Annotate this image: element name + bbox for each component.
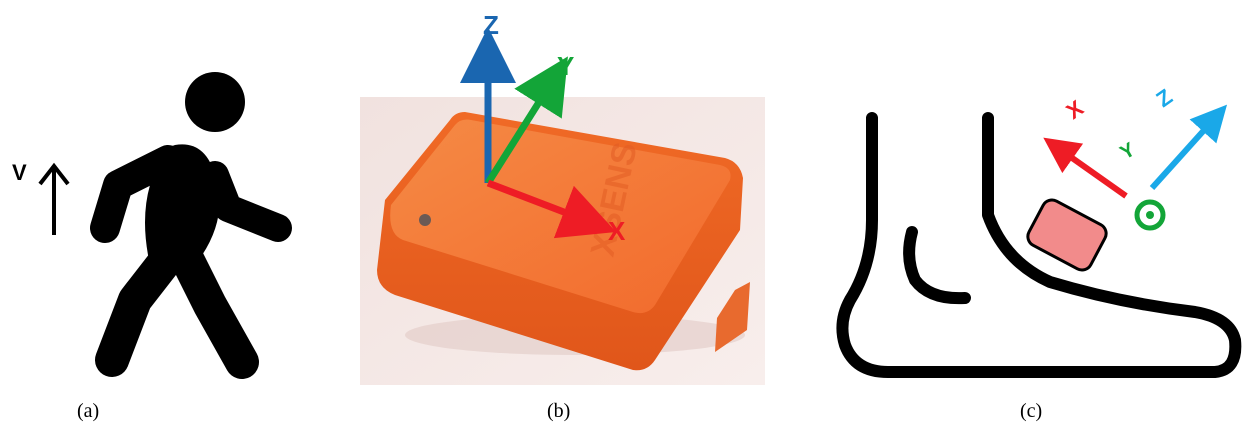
panel-a: V	[12, 72, 292, 379]
walking-person-icon	[90, 72, 292, 379]
z-axis-arrow	[1149, 104, 1228, 191]
y-axis-arrow	[485, 56, 568, 185]
velocity-label: V	[12, 160, 27, 185]
x-axis-label: X	[1062, 95, 1089, 124]
y-axis-out-of-plane-icon	[1134, 199, 1166, 231]
y-axis-label: Y	[557, 51, 574, 81]
sensor-device: XSENS	[377, 112, 750, 371]
x-axis-arrow	[1043, 137, 1128, 199]
sensor-pad	[1026, 198, 1108, 272]
y-axis-label: Y	[1117, 138, 1140, 164]
panel-b: XSENS Z Y X	[360, 10, 765, 385]
caption-a: (a)	[77, 400, 100, 422]
z-axis-label: Z	[483, 10, 499, 40]
panel-c: X Y Z	[836, 84, 1242, 378]
velocity-arrow-icon	[38, 162, 70, 235]
x-axis-arrow	[486, 179, 617, 239]
caption-c: (c)	[1020, 400, 1043, 422]
z-axis-label: Z	[1152, 84, 1177, 112]
x-axis-label: X	[608, 216, 626, 246]
foot-outline	[836, 112, 1242, 378]
caption-b: (b)	[547, 400, 571, 422]
